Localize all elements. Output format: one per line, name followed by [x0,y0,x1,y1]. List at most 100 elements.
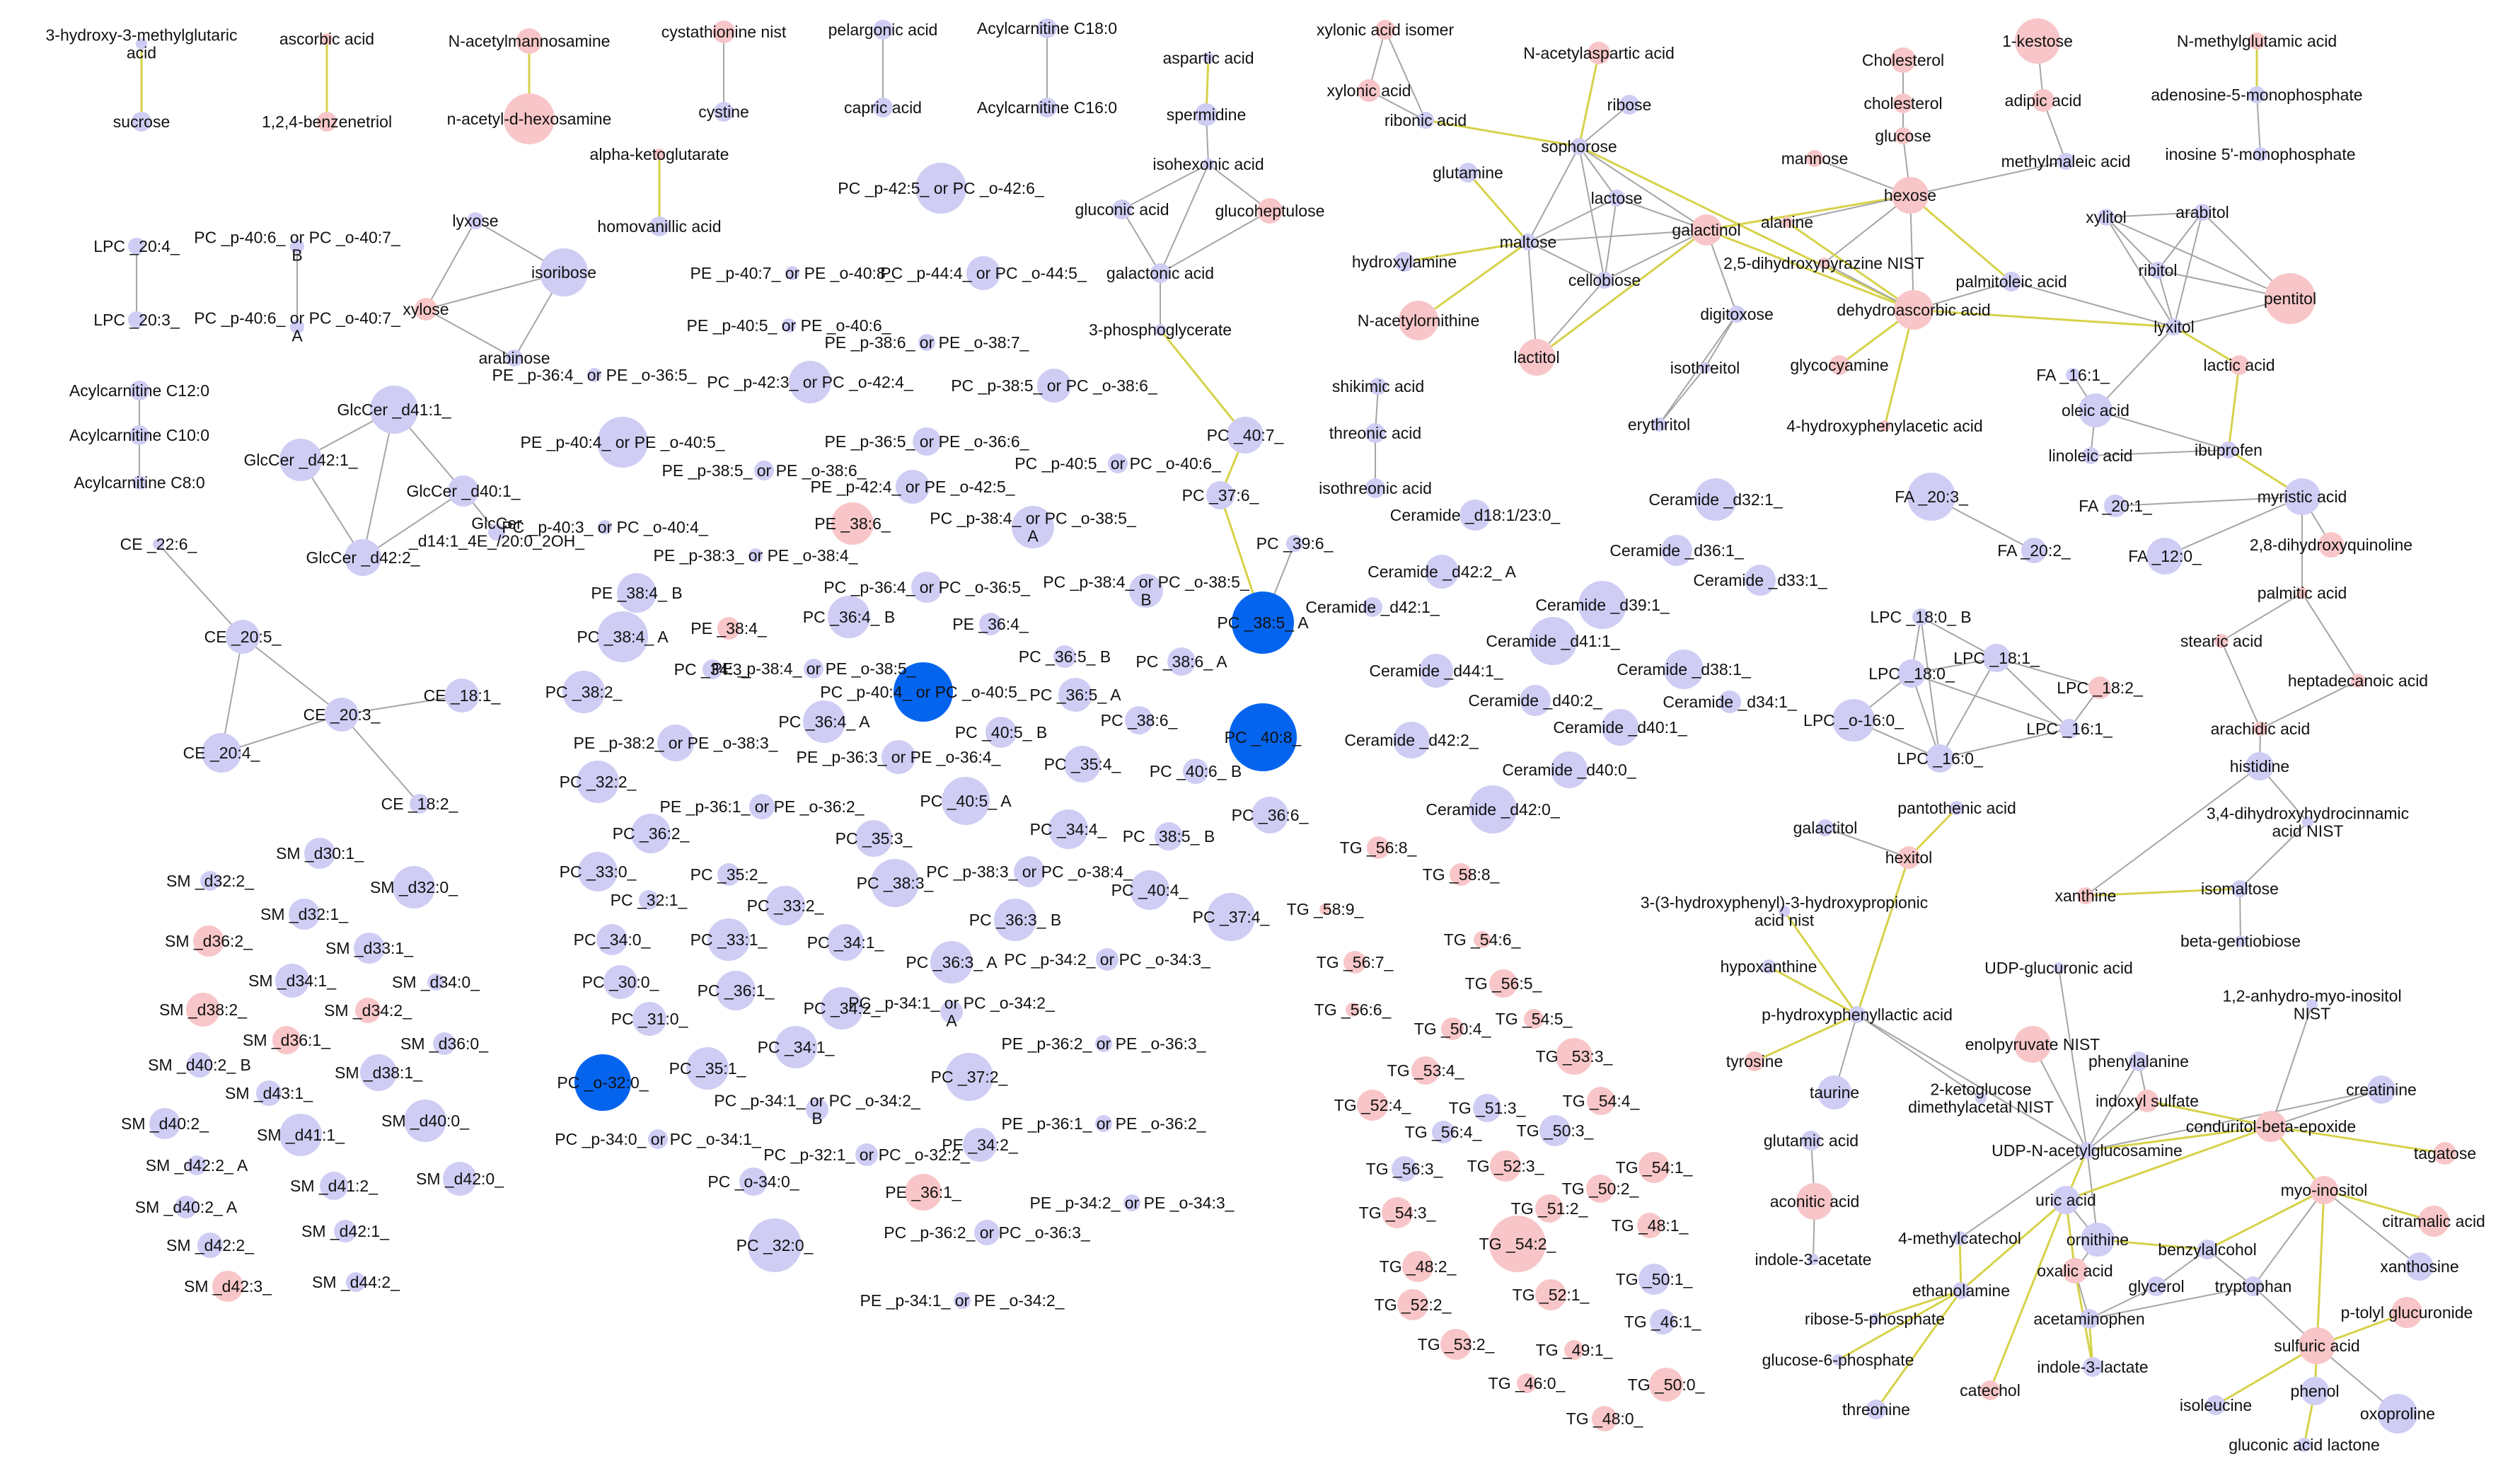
node-lpc203[interactable] [128,311,145,328]
node-acyl18[interactable] [1037,18,1057,38]
node-oxalic[interactable] [2062,1258,2088,1283]
node-pc331[interactable] [707,918,750,961]
node-pc407[interactable] [1227,417,1264,454]
node-hmg[interactable] [136,38,147,50]
node-tyrosine[interactable] [1745,1051,1764,1071]
node-pc384p[interactable] [1012,506,1054,548]
node-indolelactate[interactable] [2083,1357,2103,1377]
node-udpglucuronic[interactable] [2053,962,2064,974]
node-pc321p[interactable] [855,1143,878,1166]
node-pe361b[interactable] [905,1174,942,1211]
node-oleic[interactable] [2079,393,2112,427]
node-creatinine[interactable] [2367,1075,2395,1104]
node-pe342b[interactable] [963,1128,997,1162]
node-tg504[interactable] [1441,1017,1464,1040]
node-galactonic[interactable] [1150,263,1170,283]
node-cystathionine[interactable] [712,21,735,43]
node-uric[interactable] [2052,1186,2080,1214]
node-pc341b[interactable] [775,1026,817,1068]
node-pe424[interactable] [896,470,930,504]
node-kestose[interactable] [2015,18,2060,64]
node-erythritol[interactable] [1652,417,1666,432]
node-pc384a[interactable] [597,611,648,662]
node-tg513[interactable] [1473,1094,1501,1122]
node-ibuprofen[interactable] [2220,442,2237,458]
node-sm411[interactable] [279,1114,322,1156]
node-pc365a[interactable] [1058,678,1092,712]
node-xanthosine[interactable] [2405,1252,2434,1281]
node-benzylalcohol[interactable] [2197,1240,2217,1259]
node-sm381[interactable] [360,1054,397,1091]
node-anhydroinositol[interactable] [2306,999,2318,1010]
node-galactitol[interactable] [1817,819,1834,836]
node-hypoxanthine[interactable] [1762,959,1776,974]
node-pe384p[interactable] [804,659,823,679]
node-pc376[interactable] [1206,481,1235,509]
node-pe405[interactable] [782,318,796,333]
node-pe341p[interactable] [954,1292,971,1309]
node-acetylmannosamine[interactable] [516,28,542,54]
node-ribose[interactable] [1619,95,1639,115]
node-arachidic[interactable] [2253,722,2267,736]
node-mannose[interactable] [1806,150,1823,167]
node-pc341p[interactable] [940,1000,963,1023]
node-methylcatechol[interactable] [1953,1231,1967,1245]
node-pc383[interactable] [871,859,919,907]
node-pc340o[interactable] [739,1167,768,1196]
node-phla[interactable] [1849,1006,1866,1023]
node-ceramide411[interactable] [1529,617,1577,665]
node-pc406b[interactable] [290,239,304,253]
node-pc342p[interactable] [1096,948,1119,971]
node-lactic[interactable] [2229,355,2249,375]
node-pc363a[interactable] [930,941,973,983]
node-glutamic[interactable] [1801,1131,1821,1150]
node-ribitol[interactable] [2149,262,2166,279]
node-pc342[interactable] [821,987,863,1029]
node-ac12[interactable] [129,381,149,400]
node-tg503[interactable] [1539,1115,1571,1146]
node-hydroxylamine[interactable] [1394,252,1414,272]
node-tg523[interactable] [1490,1150,1521,1182]
node-pc425[interactable] [915,163,966,214]
node-pc344[interactable] [1048,809,1088,849]
node-pc372[interactable] [945,1053,993,1101]
node-pc352[interactable] [717,863,740,886]
node-ceramide321[interactable] [1694,478,1737,521]
node-xylitol[interactable] [2098,209,2115,226]
node-pe364b[interactable] [979,613,1002,635]
node-ceramide401[interactable] [1602,709,1638,746]
node-sm361[interactable] [272,1026,301,1054]
node-pc364p[interactable] [911,572,942,603]
node-acetaminophen[interactable] [2079,1309,2099,1329]
node-phenol[interactable] [2301,1377,2329,1405]
node-arabitol[interactable] [2194,204,2211,221]
node-tg533[interactable] [1556,1038,1593,1075]
node-citramalic[interactable] [2418,1206,2449,1237]
node-sm422a[interactable] [187,1155,207,1175]
node-sm320[interactable] [393,866,435,908]
node-tg482[interactable] [1402,1251,1433,1282]
node-aconitic[interactable] [1796,1183,1833,1220]
node-aspartic[interactable] [1203,52,1214,64]
node-glucose6p[interactable] [1832,1354,1844,1366]
node-dhhc[interactable] [2302,817,2313,828]
node-methylglutamic[interactable] [2248,33,2265,50]
node-tg532[interactable] [1440,1329,1472,1360]
node-dehydroascorbic[interactable] [1894,290,1934,330]
node-hexitol[interactable] [1897,846,1920,869]
node-threonic[interactable] [1365,423,1385,443]
node-glc411[interactable] [370,386,418,434]
node-ethanolamine[interactable] [1953,1282,1970,1299]
node-isoleucine[interactable] [2206,1395,2226,1415]
node-pc362[interactable] [631,814,671,853]
node-galactinol[interactable] [1691,214,1722,246]
node-lyxitol[interactable] [2166,318,2183,335]
node-lactitol[interactable] [1518,339,1555,376]
node-lactose[interactable] [1608,190,1625,207]
node-ceramide361[interactable] [1661,535,1692,566]
node-pc444[interactable] [966,256,1000,290]
node-indoleacetate[interactable] [1808,1254,1819,1265]
node-tagatose[interactable] [2434,1142,2456,1165]
node-pe342p[interactable] [1123,1194,1140,1211]
node-hexose[interactable] [1892,177,1929,214]
